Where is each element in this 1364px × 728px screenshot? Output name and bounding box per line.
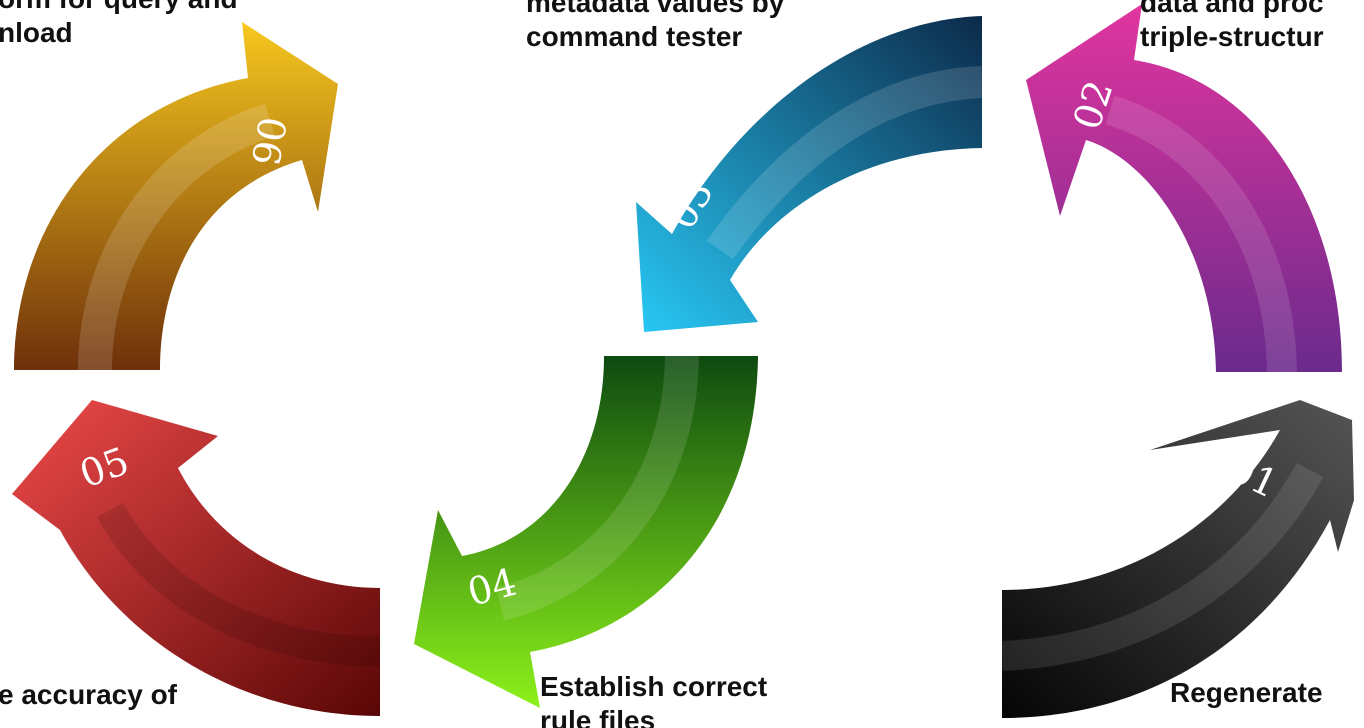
step-01-arrow: 01 xyxy=(1001,400,1354,718)
step-04-label-line-1: Establish correct xyxy=(540,671,768,702)
step-05-label: e accuracy of xyxy=(0,678,177,712)
step-06-label-line-2: nload xyxy=(0,17,73,48)
step-02-label-line-1: data and proc xyxy=(1140,0,1324,18)
step-02-arrow: 02 xyxy=(1026,4,1342,373)
step-06-label-line-1: orm for query and xyxy=(0,0,238,16)
step-05-label-line-1: e accuracy of xyxy=(0,679,177,710)
step-05-arrow: 05 xyxy=(12,400,381,716)
step-06-arrow: 06 xyxy=(14,22,338,371)
step-02-label-line-2: triple-structur xyxy=(1140,21,1324,52)
step-01-label-line-1: Regenerate xyxy=(1170,677,1323,708)
step-06-number: 06 xyxy=(243,113,295,168)
step-04-label-line-2: rule files xyxy=(540,705,656,728)
step-03-label: metadata values by command tester xyxy=(526,0,784,54)
step-04-arrow: 04 xyxy=(414,355,758,708)
step-03-label-line-1: metadata values by xyxy=(526,0,785,18)
step-03-arrow: 03 xyxy=(636,16,983,332)
step-01-label: Regenerate xyxy=(1170,676,1323,710)
step-04-label: Establish correct rule files xyxy=(540,670,767,728)
step-06-label: orm for query and nload xyxy=(0,0,238,50)
step-03-label-line-2: command tester xyxy=(526,21,743,52)
step-02-label: data and proc triple-structur xyxy=(1140,0,1324,54)
